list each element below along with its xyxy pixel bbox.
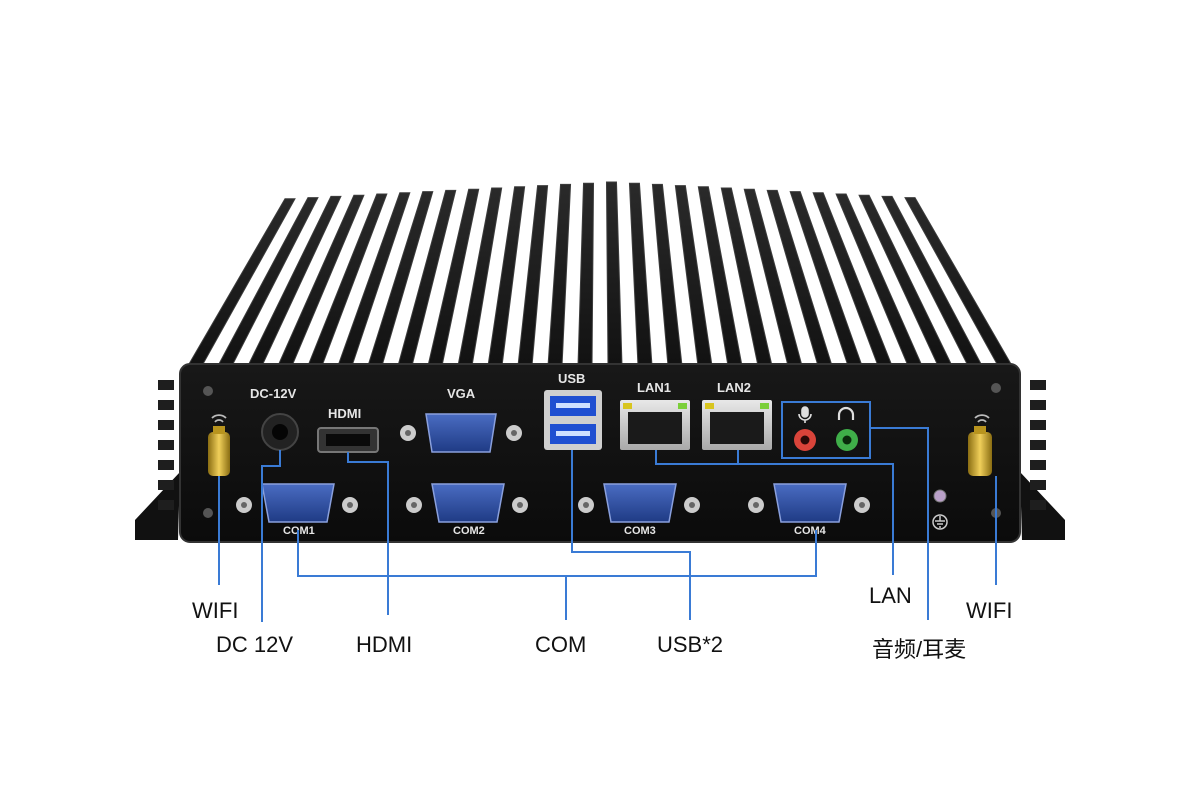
com3-port: COM3 (578, 483, 700, 537)
leader-dc (261, 450, 281, 622)
leader-com (297, 530, 817, 577)
side-fin (158, 420, 174, 430)
side-fin (158, 400, 174, 410)
vga-label: VGA (447, 386, 476, 401)
audio-jacks (781, 401, 871, 459)
heatsink-fin (628, 182, 653, 365)
usb-ports: USB (544, 371, 602, 450)
hdmi-port: HDMI (317, 406, 379, 453)
wifi-icon (974, 414, 990, 423)
leader-lines (218, 427, 997, 622)
heatsink-fin (517, 185, 549, 365)
heatsink-fins (158, 181, 1046, 510)
hdmi-label: HDMI (328, 406, 361, 421)
side-fin (1030, 380, 1046, 390)
side-fin (1030, 480, 1046, 490)
callout-dc: DC 12V (216, 632, 294, 657)
lan2-port: LAN2 (702, 380, 772, 450)
side-fin (158, 480, 174, 490)
wifi-antenna-right (968, 414, 992, 476)
com4-label: COM4 (794, 525, 827, 537)
leader-hdmi (347, 452, 389, 615)
side-fin (1030, 440, 1046, 450)
power-led-icon (933, 489, 947, 503)
ground-icon (932, 514, 948, 530)
side-fin (1030, 400, 1046, 410)
leader-audio (870, 427, 929, 620)
usb-label: USB (558, 371, 585, 386)
heatsink-fin (651, 183, 683, 365)
leader-usb (571, 450, 691, 620)
callout-usb: USB*2 (657, 632, 724, 657)
heatsink-fin (605, 181, 623, 365)
side-fin (158, 380, 174, 390)
dc-jack: DC-12V (250, 386, 299, 451)
side-fin (1030, 500, 1046, 510)
lan2-label: LAN2 (717, 380, 751, 395)
com1-port: COM1 (236, 483, 358, 537)
side-fin (158, 440, 174, 450)
heatsink-fin (577, 182, 595, 365)
com3-label: COM3 (624, 525, 656, 537)
side-fin (1030, 460, 1046, 470)
wifi-icon (211, 414, 227, 423)
status-area (932, 489, 948, 530)
leader-lan (655, 450, 894, 575)
mic-icon (798, 406, 812, 423)
callout-audio: 音频/耳麦 (872, 637, 967, 662)
com2-label: COM2 (453, 525, 485, 537)
side-fin (158, 500, 174, 510)
lan1-port: LAN1 (620, 380, 690, 450)
wifi-antenna-left (208, 414, 230, 476)
callout-wifi-right: WIFI (966, 598, 1013, 623)
side-fin (1030, 420, 1046, 430)
com4-port: COM4 (748, 483, 870, 537)
callout-lan: LAN (869, 583, 912, 608)
dc-label: DC-12V (250, 386, 297, 401)
com-ports: COM1 COM2 COM3 COM4 (236, 483, 870, 537)
headphone-icon (837, 406, 855, 420)
lan1-label: LAN1 (637, 380, 671, 395)
callout-com: COM (535, 632, 587, 657)
callout-hdmi: HDMI (356, 632, 413, 657)
com2-port: COM2 (406, 483, 528, 537)
heatsink-fin (547, 183, 572, 365)
vga-port: VGA (400, 386, 522, 453)
side-fin (158, 460, 174, 470)
callout-wifi-left: WIFI (192, 598, 239, 623)
